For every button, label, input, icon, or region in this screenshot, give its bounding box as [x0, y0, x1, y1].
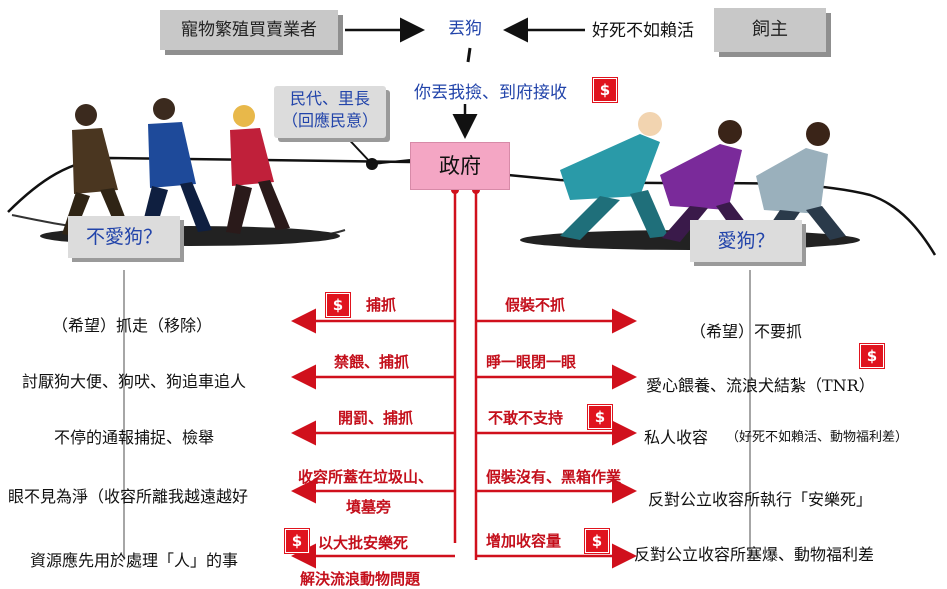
side-right-label: 愛狗？	[690, 220, 802, 262]
abandon-tick	[466, 47, 472, 63]
gov-right-5: 增加收容量	[486, 532, 562, 550]
gov-left-5: 以大批安樂死	[318, 534, 409, 552]
gov-left-5b: 解決流浪動物問題	[300, 570, 421, 588]
gov-left-1: 捕抓	[366, 296, 397, 314]
rope-knot	[366, 158, 378, 170]
dollar-icon: $	[860, 344, 884, 368]
abandon-label: 丟狗	[448, 19, 482, 39]
government-box: 政府	[410, 142, 510, 190]
left-item-1: （希望）抓走（移除）	[52, 316, 213, 335]
dollar-icon: $	[585, 529, 609, 553]
gov-right-2: 睜一眼閉一眼	[486, 353, 577, 371]
gov-left-4: 收容所蓋在垃圾山、	[298, 468, 434, 486]
gov-left-4b: 墳墓旁	[346, 498, 392, 516]
gov-right-3: 不敢不支持	[488, 409, 564, 427]
right-item-1: （希望）不要抓	[690, 322, 803, 341]
gov-right-4: 假裝沒有、黑箱作業	[486, 468, 622, 486]
owner-quote: 好死不如賴活	[592, 21, 694, 41]
citizens-box: 民代、里長 （回應民意）	[274, 86, 386, 138]
figure-left-3	[226, 105, 290, 234]
right-item-3: 私人收容	[644, 428, 709, 447]
pickup-label: 你丟我撿、到府接收	[414, 83, 567, 103]
right-item-3-note: （好死不如賴活、動物福利差）	[726, 430, 909, 445]
rope-left	[7, 156, 411, 213]
left-item-5: 資源應先用於處理「人」的事	[30, 551, 239, 570]
right-item-4: 反對公立收容所執行「安樂死」	[648, 490, 873, 509]
dollar-icon: $	[588, 405, 612, 429]
side-left-label: 不愛狗？	[68, 216, 180, 258]
left-item-3: 不停的通報捕捉、檢舉	[54, 428, 215, 447]
right-item-2: 愛心餵養、流浪犬結紮（TNR）	[646, 376, 875, 395]
left-item-4: 眼不見為淨（收容所離我越遠越好	[8, 487, 249, 506]
gov-left-2: 禁餵、捕抓	[334, 353, 410, 371]
dollar-icon: $	[326, 293, 350, 317]
dollar-icon: $	[285, 529, 309, 553]
left-item-2: 討厭狗大便、狗吠、狗追車追人	[22, 372, 247, 391]
citizens-line2: （回應民意）	[281, 111, 378, 130]
gov-right-1: 假裝不抓	[505, 296, 566, 314]
gov-left-3: 開罰、捕抓	[338, 409, 414, 427]
owner-box: 飼主	[714, 8, 826, 52]
figure-right-1	[560, 112, 668, 240]
citizens-line1: 民代、里長	[289, 89, 370, 108]
dollar-icon: $	[593, 78, 617, 102]
breeders-box: 寵物繁殖買賣業者	[160, 10, 338, 50]
right-item-5: 反對公立收容所塞爆、動物福利差	[634, 545, 875, 564]
